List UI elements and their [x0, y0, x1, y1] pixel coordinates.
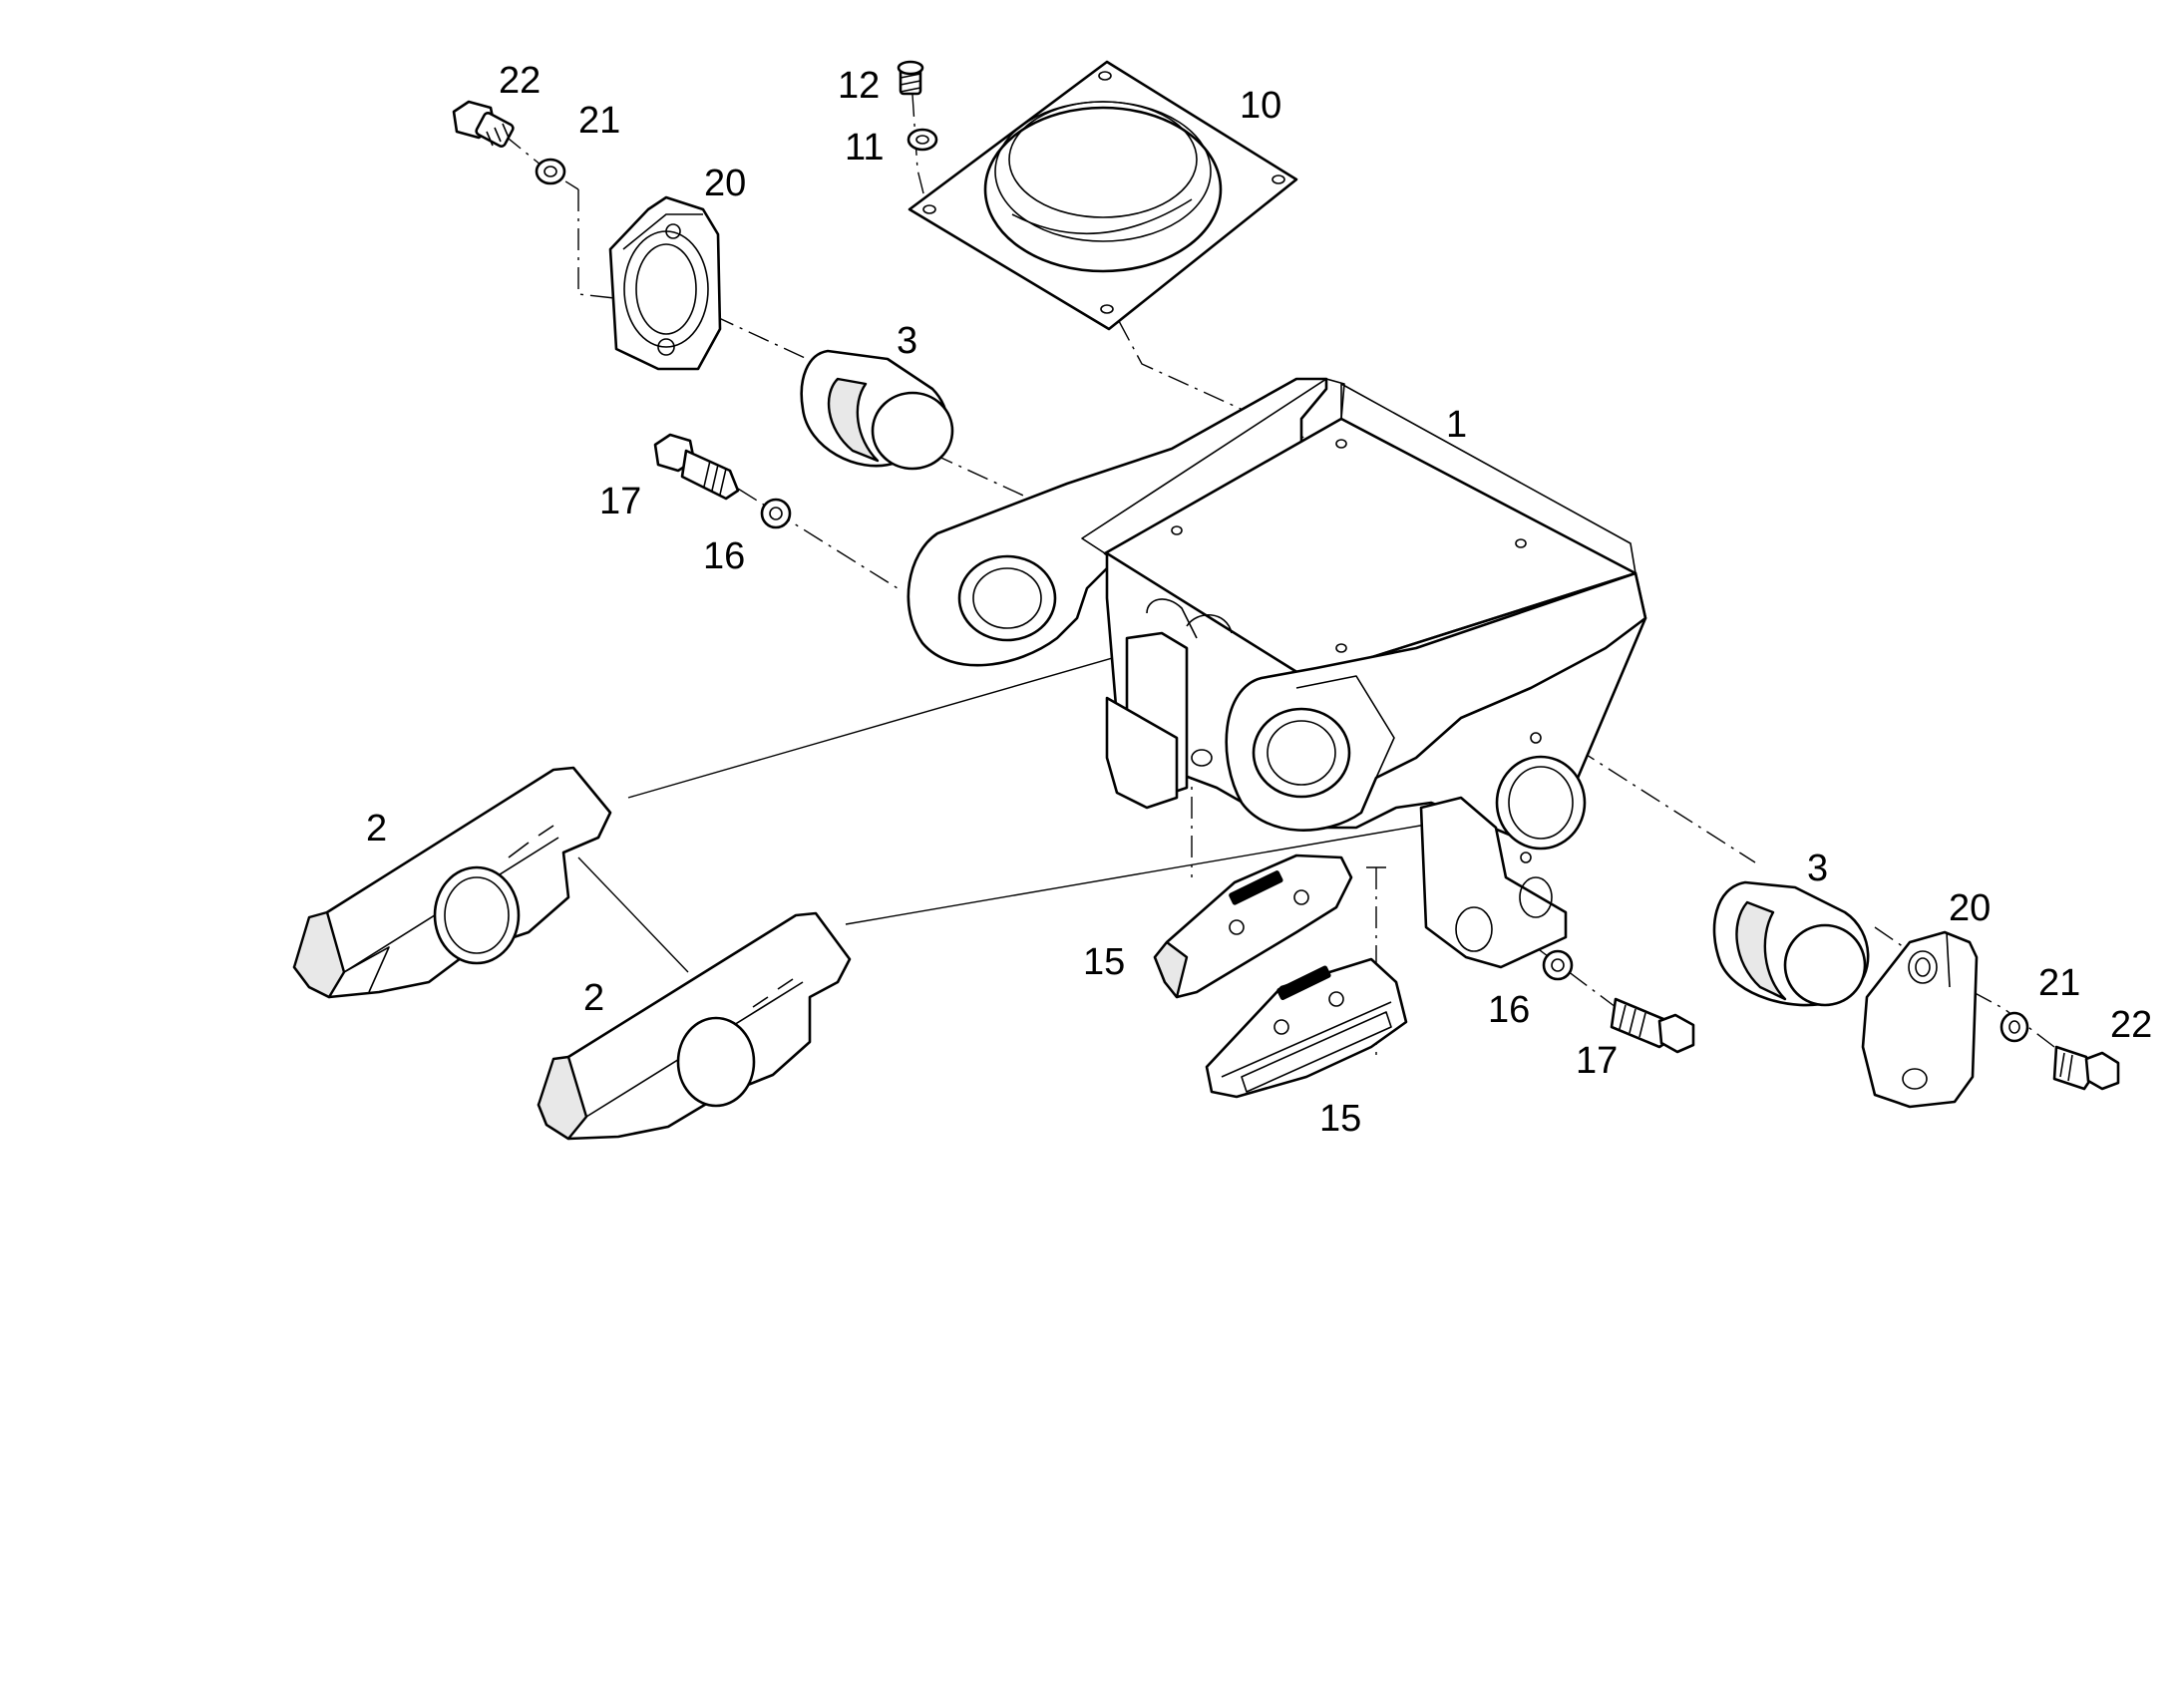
bolt-22-right	[2052, 1045, 2120, 1091]
washer-21-right	[1999, 1011, 2029, 1043]
callout-22-right: 22	[2110, 1004, 2152, 1046]
callout-21-right: 21	[2038, 962, 2080, 1004]
end-cover-20-left	[608, 195, 722, 371]
callout-2-lower: 2	[583, 977, 604, 1019]
callout-3-right: 3	[1807, 848, 1828, 889]
pin-3-left	[800, 349, 954, 471]
callout-12: 12	[838, 65, 880, 107]
washer-16-left	[760, 498, 792, 529]
bolt-17-right	[1610, 997, 1695, 1054]
end-cover-20-right	[1861, 930, 1979, 1109]
washer-21-left	[535, 158, 566, 185]
callout-10: 10	[1240, 85, 1281, 127]
main-frame-1	[907, 377, 1647, 969]
wear-pad-15-upper	[1153, 854, 1353, 999]
callout-17-right: 17	[1576, 1040, 1618, 1082]
callout-labels: 22 21 20 12 11 10 3 1 17 16 2 2 15 15 3 …	[366, 60, 2152, 1140]
callout-16-right: 16	[1488, 989, 1530, 1031]
callout-20-right: 20	[1949, 887, 1991, 929]
callout-21-left: 21	[578, 100, 620, 142]
pin-3-right	[1712, 880, 1870, 1007]
side-plate-2-lower	[537, 911, 852, 1141]
screw-12	[897, 60, 924, 96]
side-plate-2-upper	[292, 766, 612, 999]
callout-17-left: 17	[599, 481, 641, 522]
wear-pad-15-lower	[1205, 957, 1408, 1099]
callout-1: 1	[1446, 404, 1467, 446]
callout-22-left: 22	[499, 60, 541, 102]
washer-11	[907, 128, 938, 152]
washer-16-right	[1542, 949, 1574, 981]
cover-plate-10	[908, 60, 1298, 331]
callout-11: 11	[845, 127, 884, 169]
callout-20-left: 20	[704, 163, 746, 204]
callout-2-upper: 2	[366, 808, 387, 850]
bolt-17-left	[653, 433, 740, 501]
callout-3-left: 3	[897, 320, 917, 362]
callout-16-left: 16	[703, 535, 745, 577]
bolt-22-left	[452, 100, 515, 148]
callout-15-lower: 15	[1319, 1098, 1361, 1140]
callout-15-upper: 15	[1083, 941, 1125, 983]
